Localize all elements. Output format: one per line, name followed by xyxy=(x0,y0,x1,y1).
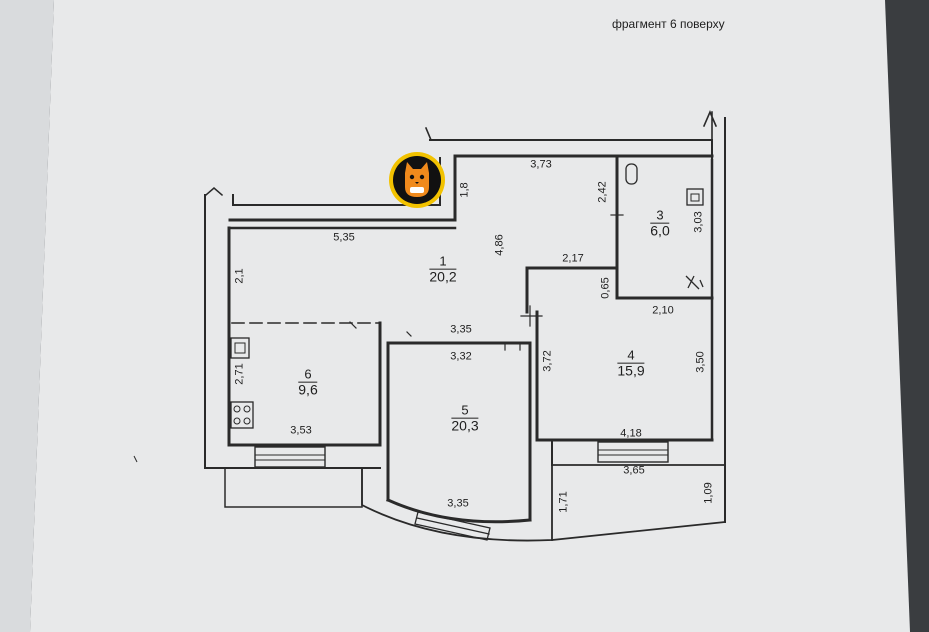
dimension-room4-stub: 0,65 xyxy=(599,277,612,299)
outer-wall-left xyxy=(204,194,381,469)
bathroom-sink-fixture xyxy=(686,188,704,206)
paper-sheet xyxy=(30,0,910,632)
break-mark-left xyxy=(204,187,224,197)
window-room4 xyxy=(597,441,669,463)
room-area: 20,3 xyxy=(451,417,479,434)
room-label-1: 1 20,2 xyxy=(429,254,457,286)
plan-header-label: фрагмент 6 поверху xyxy=(612,17,725,31)
room-number: 6 xyxy=(298,367,318,383)
door-mark-room4 xyxy=(520,305,543,327)
vent-mark xyxy=(133,455,138,463)
dimension-hall-depth: 4,86 xyxy=(493,234,506,256)
kitchen-sink-fixture xyxy=(230,337,250,359)
room-label-6: 6 9,6 xyxy=(298,367,318,399)
room-area: 6,0 xyxy=(650,222,670,239)
dimension-balcony-left: 1,71 xyxy=(557,491,570,513)
room-number: 4 xyxy=(617,348,645,364)
dimension-balcony-right: 1,09 xyxy=(702,482,715,504)
room-area: 9,6 xyxy=(298,381,318,398)
room-label-3: 3 6,0 xyxy=(650,208,670,240)
toilet-fixture xyxy=(625,163,638,185)
room-number: 1 xyxy=(429,254,457,270)
room-number: 3 xyxy=(650,208,670,224)
kitchen-door-tick xyxy=(349,321,357,329)
dimension-corridor-top: 3,73 xyxy=(530,158,552,171)
dimension-room5-bottom: 3,35 xyxy=(447,497,469,510)
dimension-bathroom-height: 3,03 xyxy=(692,211,705,233)
dimension-room4-right: 3,50 xyxy=(694,351,707,373)
window-room5 xyxy=(414,511,491,541)
break-mark-top-left xyxy=(424,126,433,142)
room-area: 20,2 xyxy=(429,268,457,285)
dimension-room6-left: 2,71 xyxy=(233,363,246,385)
room-number: 5 xyxy=(451,403,479,419)
dimension-room4-bottom: 4,18 xyxy=(620,427,642,440)
dimension-entrance: 1,8 xyxy=(458,182,471,198)
dimension-hall-top: 5,35 xyxy=(333,231,355,244)
cat-logo-icon xyxy=(389,152,445,208)
break-mark-top-right xyxy=(702,109,718,141)
paper-shadow xyxy=(0,0,54,632)
fixtures xyxy=(133,163,704,463)
door-mark-room5 xyxy=(504,342,521,351)
dimension-balcony-top: 3,65 xyxy=(623,464,645,477)
window-left xyxy=(254,446,326,468)
room-label-4: 4 15,9 xyxy=(617,348,645,380)
stove-fixture xyxy=(230,401,254,429)
room-area: 15,9 xyxy=(617,362,645,379)
wall-room4-left xyxy=(525,266,539,442)
wall-corridor-left-stub xyxy=(228,154,457,222)
dimension-room4-upper: 2,10 xyxy=(652,304,674,317)
dimension-room4-top: 2,17 xyxy=(562,252,584,265)
wall-room5-arc xyxy=(386,498,532,524)
dimension-room4-left: 3,72 xyxy=(541,350,554,372)
dimension-hall-bottom: 3,35 xyxy=(450,323,472,336)
drain-mark xyxy=(685,275,704,290)
walls xyxy=(204,109,726,542)
dimension-hall-left: 2,1 xyxy=(233,268,246,284)
dimension-bathroom-upper: 2,42 xyxy=(596,181,609,203)
balcony-bay xyxy=(361,464,726,542)
balcony-right-arc xyxy=(551,521,726,541)
dimension-room6-bottom: 3,53 xyxy=(290,424,312,437)
door-mark-kitchen xyxy=(406,331,412,337)
dimension-room5-top: 3,32 xyxy=(450,350,472,363)
room-label-5: 5 20,3 xyxy=(451,403,479,435)
